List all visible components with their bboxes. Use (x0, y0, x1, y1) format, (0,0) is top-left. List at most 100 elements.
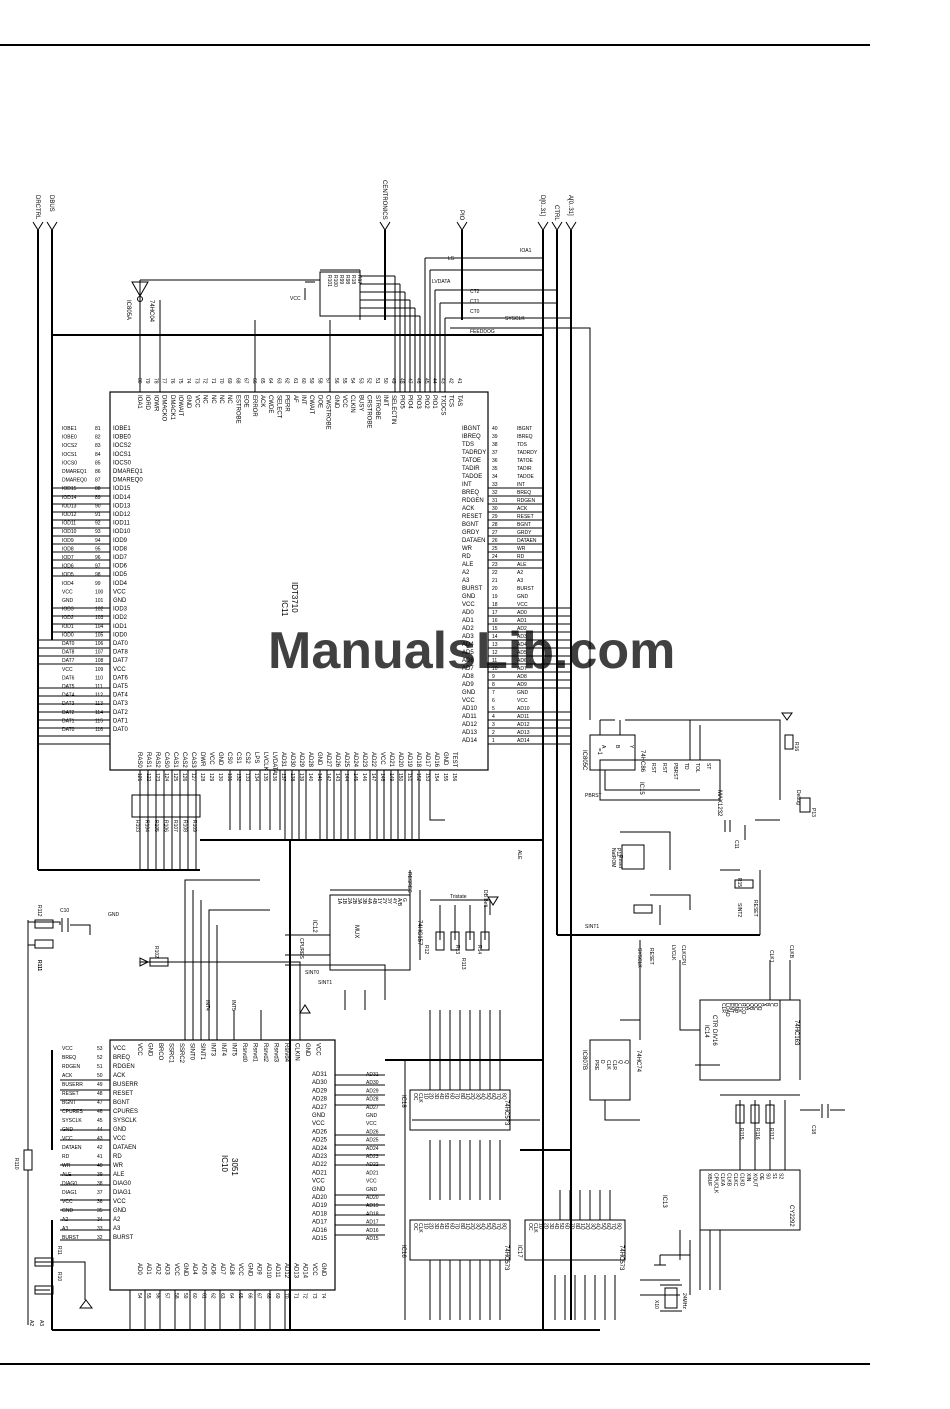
ic11-top-pin-number: 67 (243, 378, 249, 384)
ic11-right-net-label: AD1 (517, 618, 527, 624)
ic11-left-pin-number: 85 (95, 460, 101, 466)
net-label-r14: R14 (476, 945, 482, 954)
ic10-bottom-pin-label: GND (182, 1263, 188, 1277)
ic11-bottom-pin-number: 155 (442, 773, 448, 782)
bus-centronics: CENTRONICS (381, 180, 387, 220)
ic11-right-pin-number: 32 (492, 490, 498, 496)
net-label-sysclk2: SYSCLK (636, 948, 642, 968)
ic11-bottom-pin-label: TEST (451, 752, 457, 768)
ic11-top-pin-label: PIO5 (398, 395, 404, 409)
ic11-top-pin-number: 47 (407, 378, 413, 384)
ic11-right-pin-label: GRDY (462, 530, 479, 536)
ic10-right-net-label: AD15 (366, 1236, 379, 1242)
ic10-left-net-label: WR (62, 1163, 71, 1169)
ic11-left-net-label: DAT0 (62, 641, 75, 647)
ic16-pin-label: 2Q (469, 1223, 475, 1230)
ic10-top-pin-label: VCC (315, 1043, 321, 1056)
ic11-left-pin-label: IOD1 (113, 624, 128, 630)
ic11-top-pin-label: CRSTROBE (366, 395, 372, 428)
ic11-left-pin-number: 91 (95, 512, 101, 518)
ic11-left-net-label: VCC (62, 589, 73, 595)
ic16-pin-label: CLK (417, 1223, 423, 1233)
ic10-top-pin-label: SSRC2 (178, 1043, 184, 1064)
ic16-body (409, 1219, 511, 1261)
ic11-left-net-label: DAT5 (62, 684, 75, 690)
ic11-left-pin-label: IOCS2 (113, 443, 132, 449)
ic11-left-net-label: DAT7 (62, 658, 75, 664)
ic10-left-pin-number: 52 (97, 1055, 103, 1061)
ic11-right-net-label: RD (517, 554, 525, 560)
ic11-left-net-label: IOCS0 (62, 460, 77, 466)
ic15-part: MAX1232 (716, 790, 722, 817)
ic11-bottom-pin-number: 149 (388, 773, 394, 782)
ic11-left-pin-label: IOD11 (113, 521, 131, 527)
ic10-right-net-label: AD26 (366, 1129, 379, 1135)
ic11-top-pin-number: 64 (267, 378, 273, 384)
ic805c-ref: IC805C (581, 750, 587, 771)
ic10-top-pin-label: Rsrvd1 (252, 1043, 258, 1063)
bottom-resistor-label: R109 (191, 820, 197, 832)
ic10-left-pin-label: A2 (113, 1217, 121, 1223)
net-label-p13: P13 (810, 808, 816, 817)
ic12-pin-label: 1Y (376, 898, 382, 905)
ic10-bottom-pin-label: GND (320, 1263, 326, 1277)
ic11-right-pin-label: AD1 (462, 618, 474, 624)
ic10-left-pin-label: DATAEN (113, 1145, 136, 1151)
ic11-bottom-pin-label: VCC (379, 752, 385, 765)
ic805c-pin-label: Y (628, 745, 634, 749)
ic11-right-pin-number: 20 (492, 586, 498, 592)
ic807b-pin-label: Q (623, 1060, 629, 1064)
ic10-top-pin-label: Rsrvd4 (283, 1043, 289, 1063)
net-label-a3: A3 (38, 1320, 44, 1326)
ic11-top-pin-number: 51 (374, 378, 380, 384)
ic11-left-pin-number: 98 (95, 572, 101, 578)
ic13-pin-label: S1 (771, 1173, 777, 1179)
ic10-right-net-label: AD25 (366, 1138, 379, 1144)
ic11-top-pin-label: DMACKO (161, 395, 167, 422)
ic17-pin-label: CLK (532, 1223, 538, 1233)
ic11-left-pin-label: IOD3 (113, 607, 128, 613)
ic11-left-net-label: IOD9 (62, 538, 74, 544)
ic10-right-pin-label: AD27 (312, 1105, 328, 1111)
ic11-top-pin-number: 53 (357, 378, 363, 384)
ic11-top-pin-label: NC (218, 395, 224, 404)
ic11-top-pin-label: PIO3 (415, 395, 421, 409)
ic11-bottom-pins: RAS0121RAS1122RAS2123CAS0124CAS1125CAS21… (136, 752, 457, 782)
ic11-top-pin-number: 72 (202, 378, 208, 384)
ic10-left-net-label: ALE (62, 1172, 72, 1178)
ic11-left-pin-label: DAT2 (113, 710, 129, 716)
ic12-pin-label: 1A (336, 898, 342, 905)
ic11-right-pin-number: 19 (492, 594, 498, 600)
ic11-top-pin-number: 77 (161, 378, 167, 384)
ic10-left-net-label: BGNT (62, 1100, 76, 1106)
ic17-pin-label: 1Q (579, 1223, 585, 1230)
net-label-clk1: CLK1 (768, 950, 774, 963)
ic16-pin-label: 2D (428, 1223, 434, 1230)
ic14-pin-label: CLR (720, 1003, 726, 1013)
ic11-left-net-label: VCC (62, 667, 73, 673)
ic16-pin-label: 1D (422, 1223, 428, 1230)
net-label-mattrom: NatROM (610, 848, 616, 867)
ic13-pin-label: XIN (745, 1173, 751, 1182)
net-label-reset: RESET (648, 948, 654, 965)
ic11-top-pin-number: 57 (325, 378, 331, 384)
ic807b-pin-label: CLK (605, 1060, 611, 1070)
ic11-bottom-pin-label: AD28 (307, 752, 313, 768)
ic10-left-pin-number: 40 (97, 1163, 103, 1169)
ic10-left-pin-label: ALE (113, 1172, 124, 1178)
ic11-body (109, 391, 489, 771)
ic11-bottom-pin-number: 131 (226, 773, 232, 782)
ic11-right-net-label: AD3 (517, 634, 527, 640)
ic11-bottom-pin-label: RAS2 (154, 752, 160, 768)
ic11-left-net-label: IOD12 (62, 512, 77, 518)
ic10-left-net-label: RD (62, 1154, 70, 1160)
net-label-c10: C10 (60, 908, 69, 914)
ic10-top-pin-label: SINT1 (199, 1043, 205, 1061)
ic807b-ref: IC807B (581, 1050, 587, 1070)
ic18-pin-label: 4Q (480, 1093, 486, 1100)
resistor-array-label: R18 (350, 275, 356, 284)
ic11-left-pin-number: 115 (95, 718, 103, 724)
ic11-top-pin-label: VCC (341, 395, 347, 408)
net-label-sint1b: SINT1 (585, 924, 599, 930)
ic10-ref: IC10 (220, 1155, 229, 1172)
